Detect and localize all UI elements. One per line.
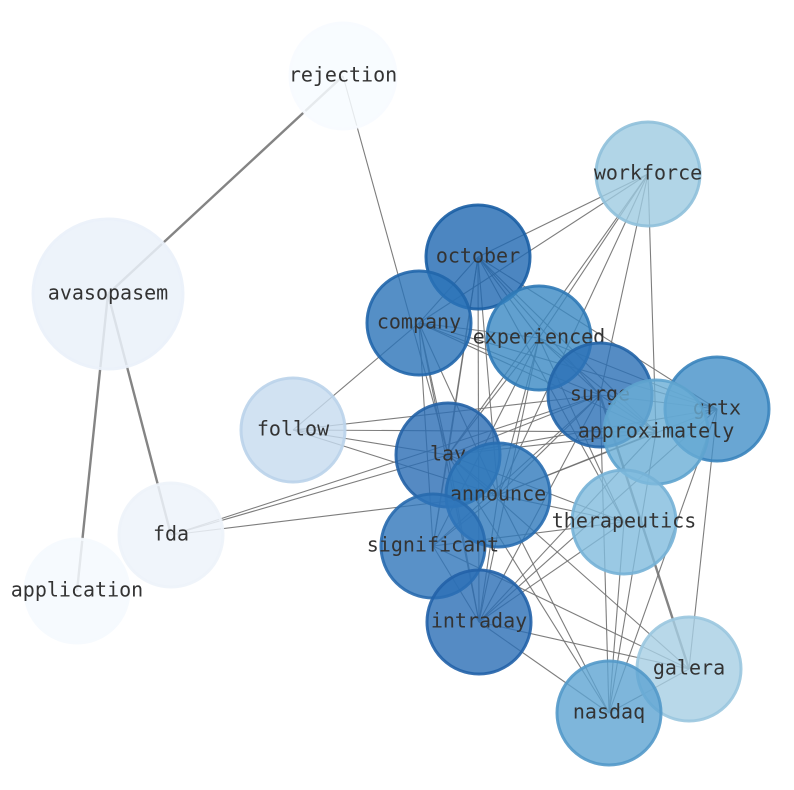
- node-circle-intraday[interactable]: [425, 568, 533, 676]
- edge-surge-fda: [170, 394, 601, 536]
- node-label-application: application: [11, 578, 143, 602]
- node-label-approximately: approximately: [578, 419, 735, 443]
- node-label-rejection: rejection: [289, 63, 397, 87]
- node-therapeutics[interactable]: therapeutics: [552, 468, 697, 576]
- node-fda[interactable]: fda: [117, 481, 225, 589]
- node-approximately[interactable]: approximately: [578, 378, 735, 486]
- node-label-significant: significant: [367, 533, 499, 557]
- node-workforce[interactable]: workforce: [594, 120, 702, 228]
- node-circle-application[interactable]: [23, 537, 131, 645]
- node-label-galera: galera: [653, 656, 725, 680]
- node-label-follow: follow: [257, 417, 330, 441]
- node-circle-workforce[interactable]: [594, 120, 702, 228]
- node-avasopasem[interactable]: avasopasem: [31, 217, 185, 371]
- node-circle-therapeutics[interactable]: [570, 468, 678, 576]
- node-label-company: company: [377, 310, 461, 334]
- node-label-workforce: workforce: [594, 161, 702, 185]
- node-company[interactable]: company: [365, 269, 473, 377]
- node-circle-rejection[interactable]: [288, 21, 398, 131]
- node-label-announce: announce: [450, 482, 546, 506]
- node-follow[interactable]: follow: [239, 376, 347, 484]
- node-significant[interactable]: significant: [367, 492, 499, 600]
- node-circle-company[interactable]: [365, 269, 473, 377]
- node-application[interactable]: application: [11, 537, 143, 645]
- node-label-october: october: [436, 244, 520, 268]
- node-label-fda: fda: [153, 522, 189, 546]
- node-rejection[interactable]: rejection: [288, 21, 398, 131]
- node-galera[interactable]: galera: [635, 615, 743, 723]
- edge-rejection-lay: [342, 75, 449, 456]
- node-intraday[interactable]: intraday: [425, 568, 533, 676]
- node-nasdaq[interactable]: nasdaq: [555, 659, 663, 767]
- node-circle-fda[interactable]: [117, 481, 225, 589]
- node-label-therapeutics: therapeutics: [552, 509, 697, 533]
- node-label-nasdaq: nasdaq: [573, 700, 645, 724]
- nodes-layer: rejection workforce avasopasem october compa…: [11, 21, 771, 767]
- node-circle-avasopasem[interactable]: [31, 217, 185, 371]
- node-circle-follow[interactable]: [239, 376, 347, 484]
- node-label-avasopasem: avasopasem: [48, 281, 168, 305]
- node-label-intraday: intraday: [431, 609, 527, 633]
- node-circle-nasdaq[interactable]: [555, 659, 663, 767]
